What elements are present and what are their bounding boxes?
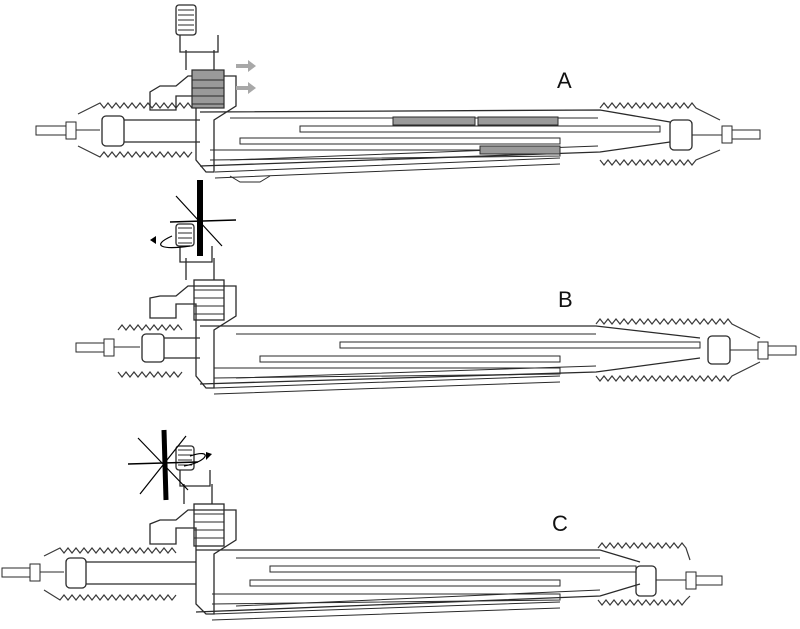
right-end-cap (707, 335, 731, 365)
left-tie-rod (35, 121, 100, 140)
left-end-cap (101, 115, 125, 147)
left-bellows-boot (43, 547, 177, 601)
panel-label-a: A (557, 68, 572, 93)
lock-cross-mark (127, 429, 212, 501)
left-tie-rod (1, 563, 64, 582)
right-tie-rod (656, 571, 723, 590)
lock-cross-mark (150, 180, 237, 256)
valve-housing (149, 4, 237, 173)
right-end-cap (669, 119, 693, 151)
right-tie-rod (730, 341, 797, 360)
rotation-arrow-icon (160, 235, 191, 249)
right-end-cap (635, 565, 657, 597)
rotation-arrow-icon (183, 452, 206, 467)
left-end-cap (141, 333, 165, 363)
valve-housing (149, 223, 237, 389)
left-tie-rod (75, 338, 140, 357)
right-tie-rod (692, 125, 761, 144)
pressure-chamber-lower (479, 145, 561, 155)
rack-assembly-b: B (75, 180, 797, 395)
rack-housing (124, 109, 671, 183)
rack-housing (164, 325, 701, 395)
rack-assembly-c: C (1, 429, 723, 621)
right-bellows-boot (597, 542, 691, 606)
pressure-chamber-left (392, 116, 476, 126)
valve-housing (149, 445, 237, 615)
flow-arrow-lower (236, 82, 256, 94)
panel-label-b: B (558, 287, 573, 312)
left-bellows-boot (117, 324, 183, 378)
rack-assembly-a: A (35, 4, 761, 183)
panel-label-c: C (552, 511, 568, 536)
left-end-cap (65, 557, 87, 589)
right-bellows-boot (599, 102, 721, 166)
pressure-chamber-right (477, 116, 559, 126)
rack-housing (86, 549, 641, 621)
right-bellows-boot (595, 318, 761, 382)
flow-arrow-upper (236, 60, 256, 72)
